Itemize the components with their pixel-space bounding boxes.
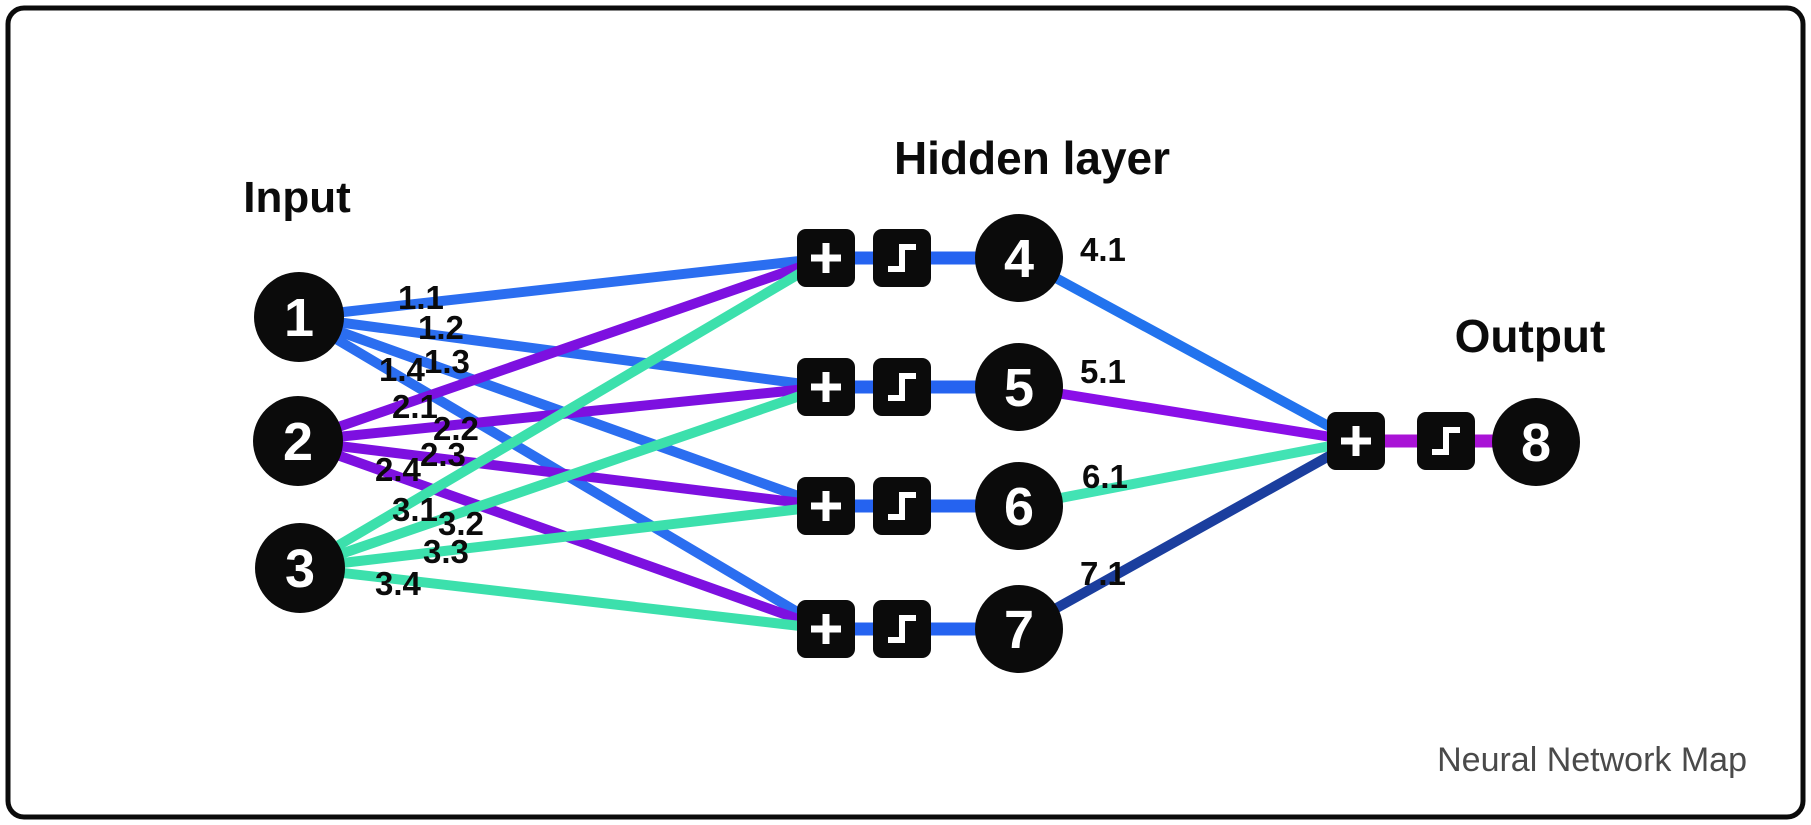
weight-label-2-4: 2.4 (375, 451, 422, 488)
edge-hidden4-output8 (1014, 253, 1361, 446)
edge-input1-hidden4 (294, 253, 831, 322)
hidden-node-7-label: 7 (1004, 600, 1034, 660)
hidden-node-5-label: 5 (1004, 358, 1034, 418)
weight-label-3-3: 3.3 (423, 533, 469, 570)
map-title: Neural Network Map (1437, 741, 1747, 779)
edge-input3-hidden7 (295, 563, 831, 634)
edge-hidden6-output8 (1014, 436, 1361, 511)
weight-label-3-1: 3.1 (392, 491, 438, 528)
step-function-icon (888, 492, 916, 520)
plus-icon (811, 243, 841, 273)
hidden-node-4-label: 4 (1004, 229, 1034, 289)
plus-icon (1341, 426, 1371, 456)
step-function-icon (888, 373, 916, 401)
plus-icon (811, 372, 841, 402)
hidden-node-5 (975, 343, 1063, 431)
step-function-icon (1432, 427, 1460, 455)
input-node-1-label: 1 (284, 288, 314, 348)
edge-input3-hidden4 (295, 253, 831, 573)
weight-label-2-1: 2.1 (392, 388, 438, 425)
input-node-3-label: 3 (285, 539, 315, 599)
weight-label-3-2: 3.2 (438, 505, 484, 542)
weight-label-1-2: 1.2 (418, 309, 464, 346)
weight-label-5-1: 5.1 (1080, 353, 1126, 390)
edge-hidden5-output8 (1014, 382, 1361, 446)
weight-label-2-2: 2.2 (433, 410, 479, 447)
hidden-node-4 (975, 214, 1063, 302)
step-function-icon (888, 244, 916, 272)
weight-label-1-4: 1.4 (379, 351, 426, 388)
edge-input2-hidden4 (293, 253, 831, 446)
input-node-2 (253, 396, 343, 486)
weight-label-6-1: 6.1 (1082, 458, 1128, 495)
hidden-node-6 (975, 462, 1063, 550)
output-node-8-label: 8 (1521, 413, 1551, 473)
step-function-icon (888, 615, 916, 643)
weight-label-3-4: 3.4 (375, 565, 422, 602)
weight-label-2-3: 2.3 (420, 436, 466, 473)
edge-input3-hidden5 (295, 382, 831, 573)
hidden-layer-title: Hidden layer (894, 132, 1170, 184)
weight-label-1-3: 1.3 (424, 343, 470, 380)
weight-label-1-1: 1.1 (398, 279, 444, 316)
weight-label-4-1: 4.1 (1080, 231, 1126, 268)
input-node-1 (254, 272, 344, 362)
output-node-8 (1492, 398, 1580, 486)
edge-input3-hidden6 (295, 501, 831, 573)
input-node-2-label: 2 (283, 412, 313, 472)
output-layer-title: Output (1455, 310, 1606, 362)
input-layer-title: Input (243, 173, 351, 222)
hidden-node-7 (975, 585, 1063, 673)
edge-hidden7-output8 (1014, 436, 1361, 634)
plus-icon (811, 491, 841, 521)
input-node-3 (255, 523, 345, 613)
weight-label-7-1: 7.1 (1080, 555, 1126, 592)
plus-icon (811, 614, 841, 644)
hidden-node-6-label: 6 (1004, 477, 1034, 537)
